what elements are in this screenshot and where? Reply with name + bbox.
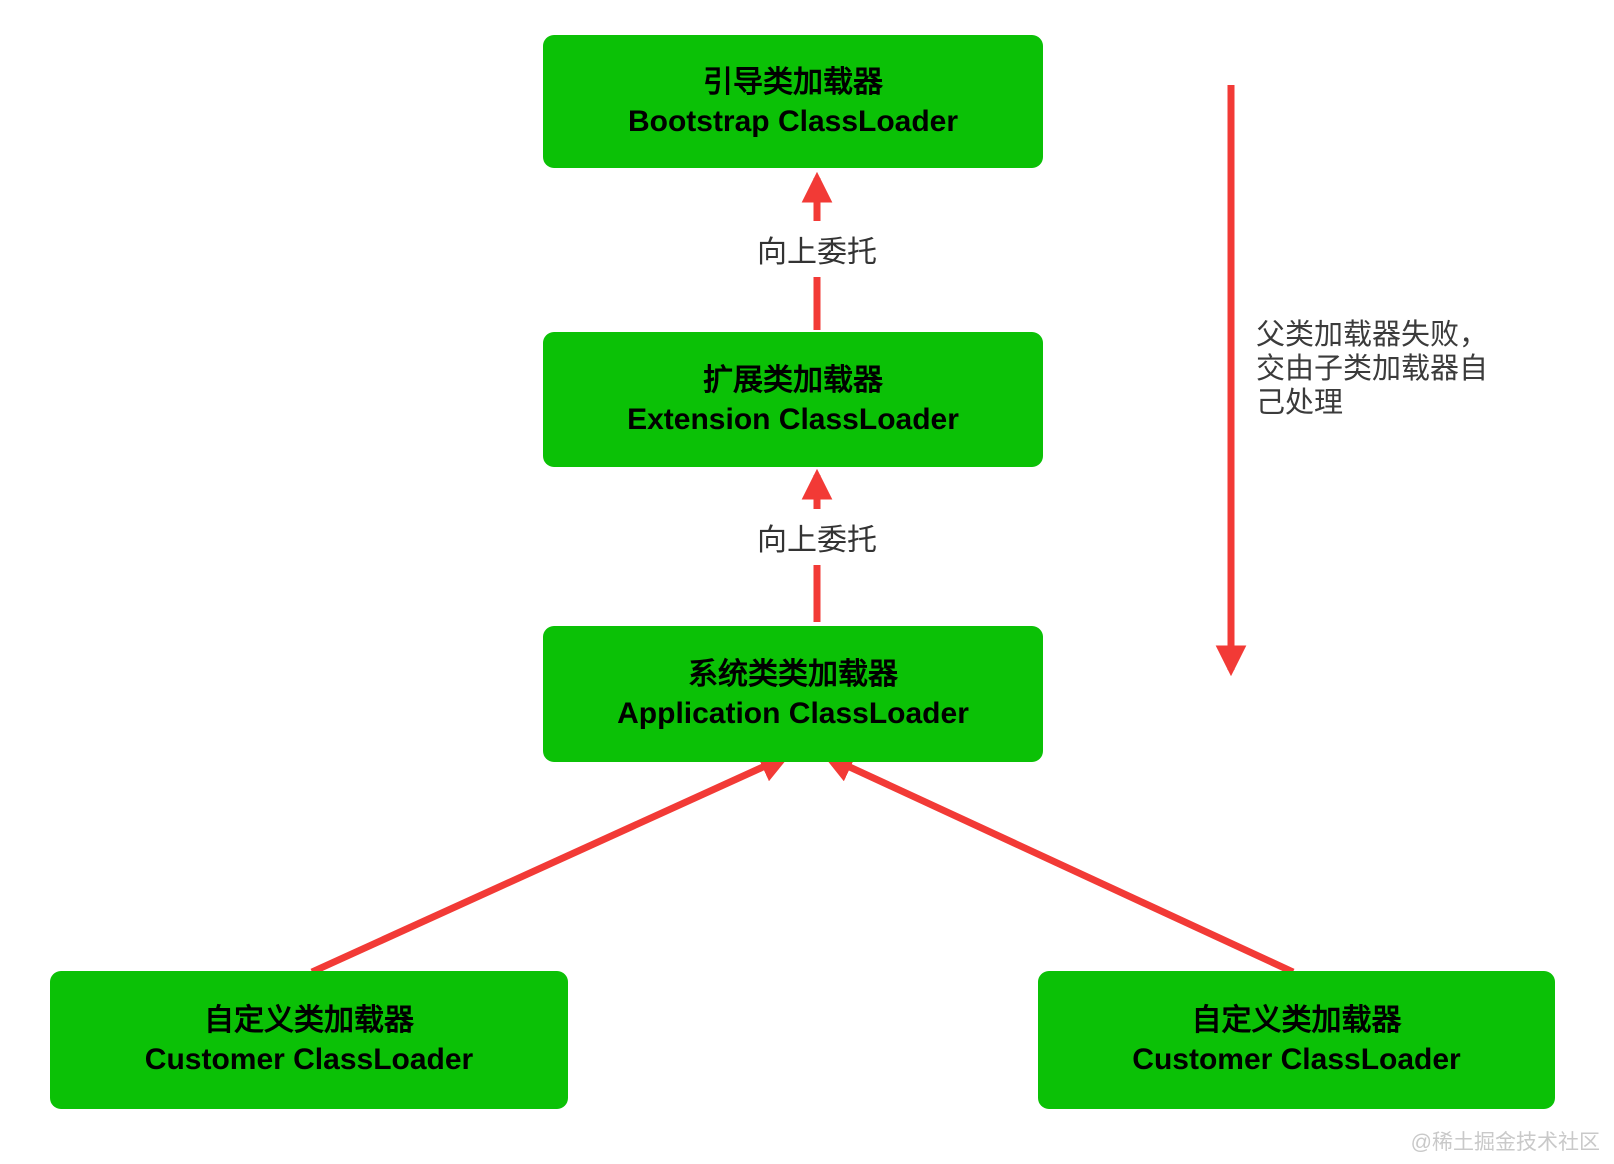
customer-left-arrow <box>310 753 791 976</box>
customer-classloader-left-title-en: Customer ClassLoader <box>144 1043 474 1076</box>
bootstrap-classloader-title-en: Bootstrap ClassLoader <box>627 104 959 138</box>
application-classloader-title-en: Application ClassLoader <box>617 697 969 730</box>
bootstrap-classloader-box: 引导类加载器 Bootstrap ClassLoader <box>543 35 1043 168</box>
extension-classloader-title-en: Extension ClassLoader <box>627 402 959 436</box>
customer-classloader-right-title-zh: 自定义类加载器 <box>1191 1004 1402 1037</box>
customer-classloader-right-box: 自定义类加载器 Customer ClassLoader <box>1038 971 1555 1109</box>
customer-right-arrow <box>822 753 1295 976</box>
extension-classloader-title-zh: 扩展类加载器 <box>703 363 883 397</box>
delegation-fail-note-line2: 交由子类加载器自 <box>1256 353 1489 385</box>
application-classloader-box: 系统类类加载器 Application ClassLoader <box>543 626 1043 762</box>
up-delegate-label-2: 向上委托 <box>755 509 879 565</box>
customer-classloader-left-box: 自定义类加载器 Customer ClassLoader <box>50 971 568 1109</box>
bootstrap-classloader-title-zh: 引导类加载器 <box>703 65 883 99</box>
extension-classloader-box: 扩展类加载器 Extension ClassLoader <box>543 332 1043 467</box>
watermark: @稀土掘金技术社区 <box>1410 1131 1600 1154</box>
delegation-fail-note-line1: 父类加载器失败， <box>1256 319 1489 351</box>
customer-classloader-left-title-zh: 自定义类加载器 <box>204 1004 414 1037</box>
up-delegate-label-1: 向上委托 <box>755 221 879 277</box>
customer-classloader-right-title-en: Customer ClassLoader <box>1132 1043 1461 1076</box>
application-classloader-title-zh: 系统类类加载器 <box>688 658 898 691</box>
delegation-fail-note-line3: 己处理 <box>1256 387 1344 419</box>
delegation-fail-note: 父类加载器失败， 交由子类加载器自 己处理 <box>1256 318 1506 420</box>
